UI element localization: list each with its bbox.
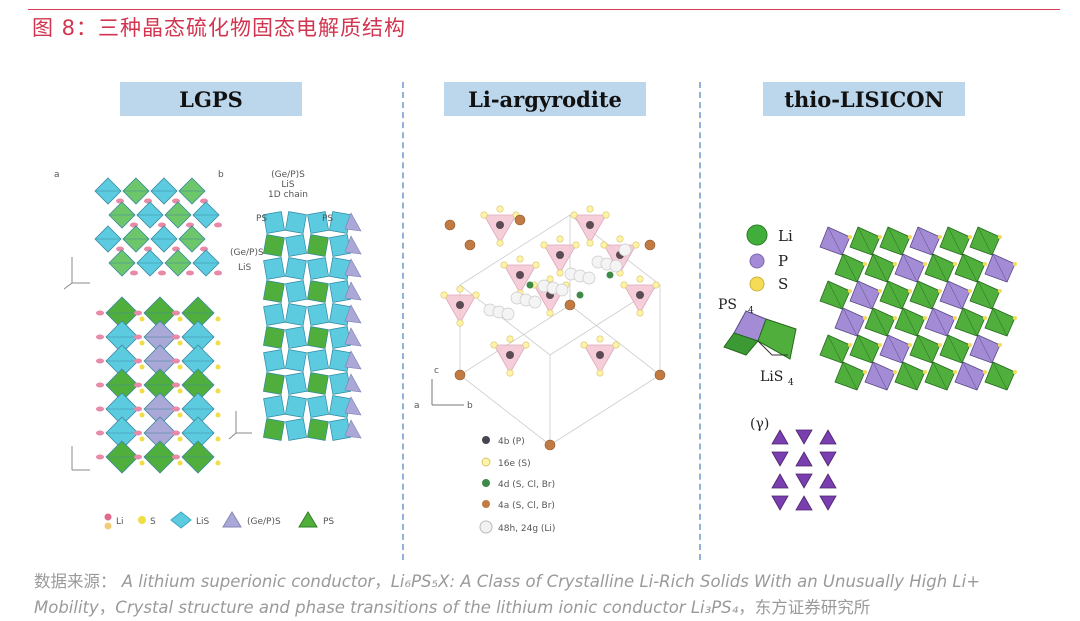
- divider-left: [402, 82, 404, 560]
- thio-lisicon-structure-image: Li P S PS 4 LiS 4 (γ): [718, 224, 1017, 511]
- lgps-structure-image: a b (Ge/P)S LiS 1D chain PS PS (Ge/P)S L…: [54, 170, 362, 530]
- argyrodite-legend: 4b (P) 16e (S) 4d (S, Cl, Br) 4a (S, Cl,…: [479, 436, 555, 534]
- svg-text:S: S: [778, 275, 788, 293]
- svg-text:4d (S, Cl, Br): 4d (S, Cl, Br): [498, 480, 555, 490]
- lgps-annot-gep-top: (Ge/P)S: [271, 170, 305, 180]
- source-org: 东方证券研究所: [754, 598, 871, 617]
- svg-text:Li: Li: [116, 517, 124, 527]
- lgps-annot-ps-right: PS: [322, 214, 333, 224]
- argyrodite-unit-cell: [440, 205, 666, 451]
- divider-right: [699, 82, 701, 560]
- thio-ps4-label: PS: [718, 297, 737, 313]
- figure-title: 图 8：三种晶态硫化物固态电解质结构: [32, 16, 407, 40]
- lgps-a-top-lattice: [94, 177, 222, 277]
- panel-label-argyrodite: Li-argyrodite: [444, 82, 646, 116]
- lgps-axis-icon-3: [228, 411, 252, 440]
- source-sep-2: ，: [98, 598, 116, 617]
- svg-text:PS: PS: [323, 517, 334, 527]
- thio-ps4-lis4-detail: PS 4 LiS 4: [718, 297, 797, 388]
- argy-axis-c: c: [434, 366, 439, 376]
- lgps-annot-lis: LiS: [238, 263, 252, 273]
- argyrodite-axis-icon: [431, 379, 464, 406]
- lgps-axis-icon-1: [63, 257, 90, 290]
- lgps-annot-chain: 1D chain: [268, 190, 308, 200]
- lgps-a-bottom-lattice: [96, 296, 221, 474]
- svg-text:Li: Li: [778, 227, 793, 245]
- svg-text:S: S: [150, 517, 156, 527]
- lgps-annot-gep: (Ge/P)S: [230, 248, 264, 258]
- thio-gamma-triangles: [771, 429, 837, 511]
- panel-label-lgps: LGPS: [120, 82, 302, 116]
- thio-lis4-label: LiS: [760, 369, 783, 385]
- source-sep-3: ，: [738, 598, 755, 617]
- lgps-axis-icon-2: [71, 446, 90, 471]
- svg-text:4: 4: [788, 378, 794, 388]
- thio-lattice: [819, 226, 1017, 391]
- thio-legend: Li P S: [746, 224, 793, 293]
- source-ref-3: Crystal structure and phase transitions …: [115, 598, 739, 617]
- lgps-sub-a: a: [54, 170, 60, 180]
- svg-text:48h, 24g (Li): 48h, 24g (Li): [498, 524, 555, 534]
- top-rule: [28, 9, 1060, 10]
- svg-text:LiS: LiS: [196, 517, 210, 527]
- source-ref-1: A lithium superionic conductor: [121, 572, 375, 591]
- lgps-annot-lis-top: LiS: [281, 180, 295, 190]
- source-sep-1: ，: [374, 572, 391, 591]
- svg-text:4: 4: [748, 306, 754, 316]
- panel-label-thio-lisicon: thio-LISICON: [763, 82, 965, 116]
- source-note: 数据来源： A lithium superionic conductor，Li₆…: [34, 569, 1054, 621]
- svg-text:(Ge/P)S: (Ge/P)S: [247, 517, 281, 527]
- argy-axis-a: a: [414, 401, 420, 411]
- svg-text:4a (S, Cl, Br): 4a (S, Cl, Br): [498, 501, 555, 511]
- source-ref-2: Li₆PS₅X: A Class of Crystalline Li-Rich …: [34, 572, 981, 617]
- thio-gamma-label: (γ): [750, 416, 769, 432]
- lgps-legend: Li S LiS (Ge/P)S PS: [104, 511, 334, 530]
- source-prefix: 数据来源：: [34, 572, 117, 591]
- argyrodite-structure-image: c a b 4b (P) 16e (S) 4d (S, Cl, Br) 4a (…: [414, 205, 666, 534]
- svg-text:16e (S): 16e (S): [498, 459, 531, 469]
- svg-text:P: P: [778, 252, 788, 270]
- lgps-annot-ps-left: PS: [256, 214, 267, 224]
- lgps-b-lattice: [262, 211, 362, 441]
- lgps-sub-b: b: [218, 170, 224, 180]
- svg-text:4b (P): 4b (P): [498, 437, 525, 447]
- argy-axis-b: b: [467, 401, 473, 411]
